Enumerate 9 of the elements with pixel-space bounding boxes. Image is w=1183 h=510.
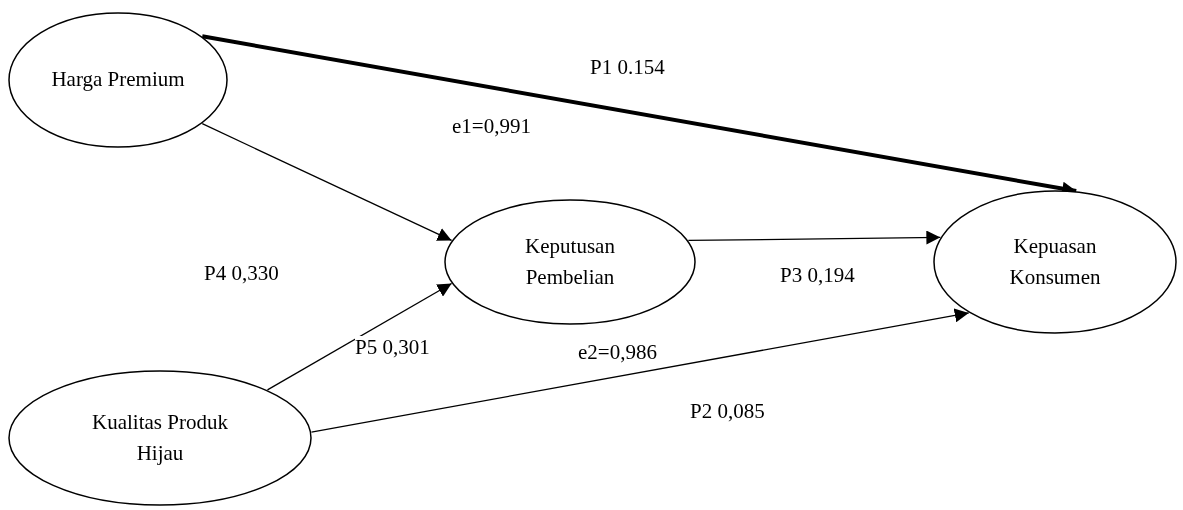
arrow <box>687 230 941 245</box>
node-label: Kepuasan Konsumen <box>1008 232 1102 291</box>
node-label: Kualitas Produk Hijau <box>91 408 229 467</box>
edge-label: P5 0,301 <box>355 336 430 360</box>
arrow <box>266 282 453 391</box>
node-label: Harga Premium <box>51 66 185 94</box>
node-label: Keputusan Pembelian <box>524 232 616 291</box>
arrow <box>310 308 970 433</box>
arrow <box>201 123 453 242</box>
